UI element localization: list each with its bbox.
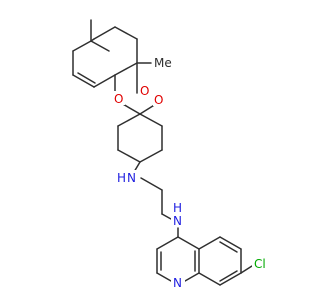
molecule-structure-diagram: Me O O O xyxy=(72,19,272,290)
methyl-label: Me xyxy=(154,56,172,70)
chlorine-substituent: Cl xyxy=(252,256,272,271)
cyclohexane-ring xyxy=(117,113,163,163)
chlorine-label: Cl xyxy=(254,257,266,271)
fused-ring-upper xyxy=(90,26,138,76)
amine-lower: H N xyxy=(171,201,183,232)
oxygen-label-peroxide-2: O xyxy=(154,93,163,107)
quinoline-n-label: N xyxy=(173,276,182,290)
amine-lower-h: H xyxy=(173,201,182,215)
cyclohexene-ring xyxy=(72,50,116,88)
oxygen-label-peroxide-1: O xyxy=(140,84,149,98)
structure-canvas: Me O O O xyxy=(72,19,272,290)
isopropyl-group xyxy=(72,19,110,52)
oxygen-atoms: O O O xyxy=(113,83,165,107)
quinoline-ring xyxy=(156,227,253,286)
oxygen-label-left: O xyxy=(114,92,123,106)
amine-upper-n: N xyxy=(127,171,136,185)
quinoline-nitrogen: N xyxy=(171,275,185,290)
amine-upper-h: H xyxy=(117,171,126,185)
amine-lower-n: N xyxy=(173,214,182,228)
amine-upper: H N xyxy=(117,170,140,185)
methyl-group: Me xyxy=(136,56,172,70)
